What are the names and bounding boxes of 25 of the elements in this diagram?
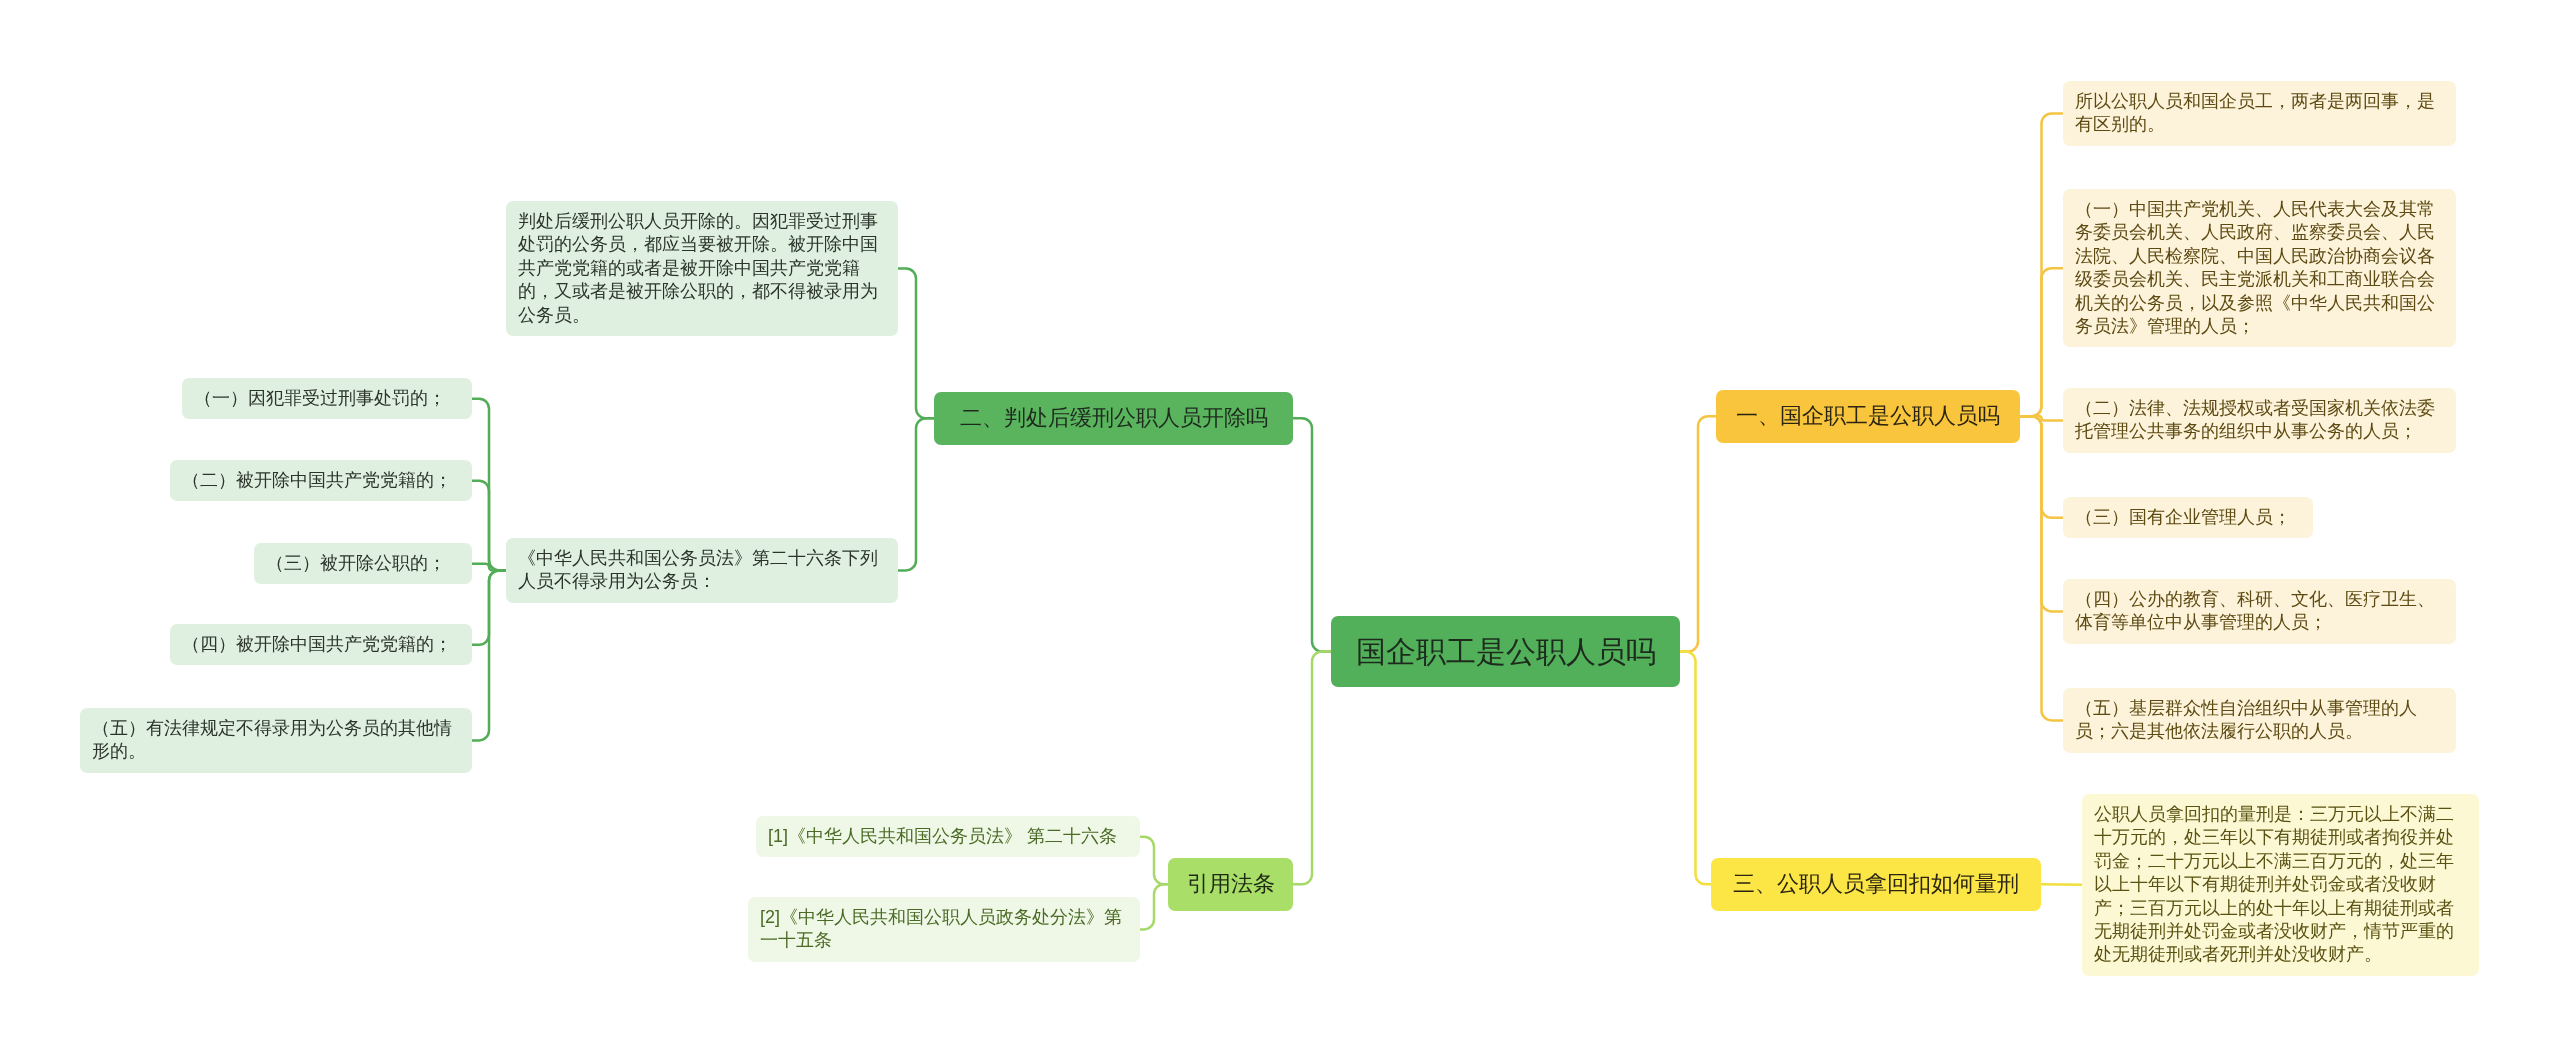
branch-topic: 二、判处后缓刑公职人员开除吗	[934, 392, 1293, 445]
branch-topic: 一、国企职工是公职人员吗	[1716, 390, 2020, 443]
subtopic-box: [1]《中华人民共和国公务员法》 第二十六条	[756, 816, 1140, 858]
subtopic-box: （二）法律、法规授权或者受国家机关依法委托管理公共事务的组织中从事公务的人员；	[2063, 388, 2456, 453]
connector-line	[2020, 415, 2063, 722]
connector-line	[2041, 883, 2082, 887]
connector-line	[1140, 883, 1168, 931]
subtopic-box: （二）被开除中国共产党党籍的；	[170, 460, 472, 502]
subtopic-box: （四）被开除中国共产党党籍的；	[170, 624, 472, 666]
subtopic-box: （四）公办的教育、科研、文化、医疗卫生、体育等单位中从事管理的人员；	[2063, 579, 2456, 644]
central-topic: 国企职工是公职人员吗	[1331, 616, 1680, 687]
subtopic-box: （三）被开除公职的；	[254, 543, 472, 585]
subtopic-box: （三）国有企业管理人员；	[2063, 497, 2313, 539]
subtopic-box: （五）基层群众性自治组织中从事管理的人员；六是其他依法履行公职的人员。	[2063, 688, 2456, 753]
subtopic-box: 公职人员拿回扣的量刑是：三万元以上不满二十万元的，处三年以下有期徒刑或者拘役并处罚金；二十万元以上不满三百万元的，处三年以上十年以下有期徒刑并处罚金或者没收财产；三百万元以上的处十年以上有期徒刑或者无期徒刑并处罚金或者没收财产，情节严重的处无期徒刑或者死刑并处没收财产。	[2082, 794, 2479, 976]
subtopic-box: [2]《中华人民共和国公职人员政务处分法》第一十五条	[748, 897, 1140, 962]
subtopic-box: 判处后缓刑公职人员开除的。因犯罪受过刑事处罚的公务员，都应当要被开除。被开除中国共产党党籍的或者是被开除中国共产党党籍的，又或者是被开除公职的，都不得被录用为公务员。	[506, 201, 898, 336]
subtopic-box: 所以公职人员和国企员工，两者是两回事，是有区别的。	[2063, 81, 2456, 146]
subtopic-box: （一）中国共产党机关、人民代表大会及其常务委员会机关、人民政府、监察委员会、人民法院、人民检察院、中国人民政治协商会议各级委员会机关、民主党派机关和工商业联合会机关的公务员，以及参照《中华人民共和国公务员法》管理的人员；	[2063, 189, 2456, 348]
branch-topic: 引用法条	[1168, 858, 1293, 911]
subtopic-box: 《中华人民共和国公务员法》第二十六条下列人员不得录用为公务员：	[506, 538, 898, 603]
subtopic-box: （五）有法律规定不得录用为公务员的其他情形的。	[80, 708, 472, 773]
subtopic-box: （一）因犯罪受过刑事处罚的；	[182, 378, 472, 420]
branch-topic: 三、公职人员拿回扣如何量刑	[1711, 858, 2041, 911]
connector-line	[1293, 650, 1331, 886]
